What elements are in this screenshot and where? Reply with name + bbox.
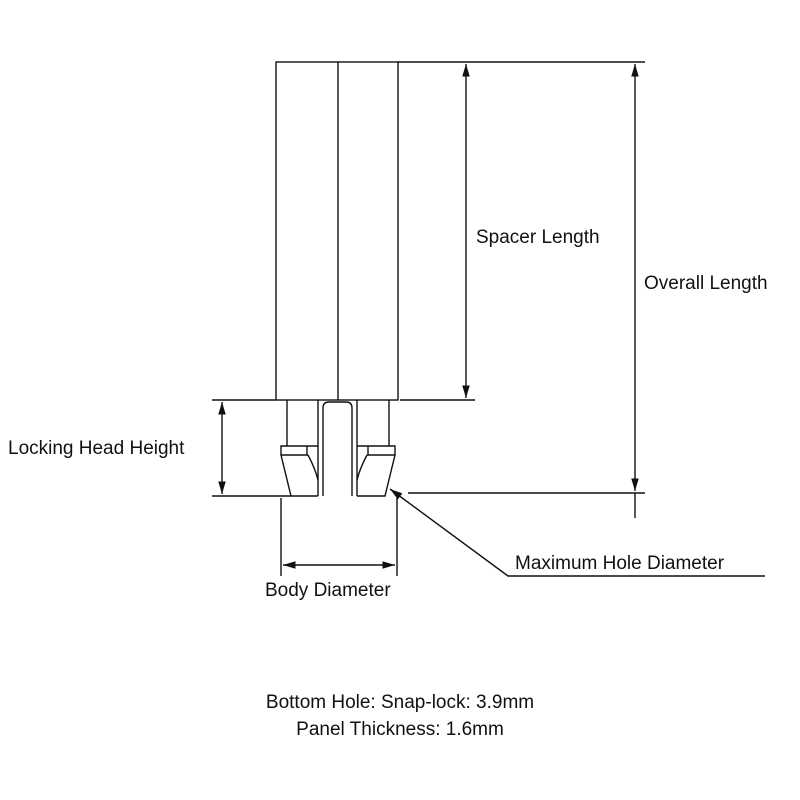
overall-length-label: Overall Length [644,273,768,294]
hole-diameter-leader [389,488,765,577]
maximum-hole-diameter-label: Maximum Hole Diameter [515,553,725,574]
body-diameter-label: Body Diameter [265,580,391,601]
locking-head [280,400,396,497]
spacer-length-label: Spacer Length [476,227,600,248]
locking-head-height-label: Locking Head Height [8,438,185,459]
spacer-body [275,61,399,401]
bottom-hole-note: Bottom Hole: Snap-lock: 3.9mm [265,692,535,713]
panel-thickness-note: Panel Thickness: 1.6mm [296,719,504,740]
